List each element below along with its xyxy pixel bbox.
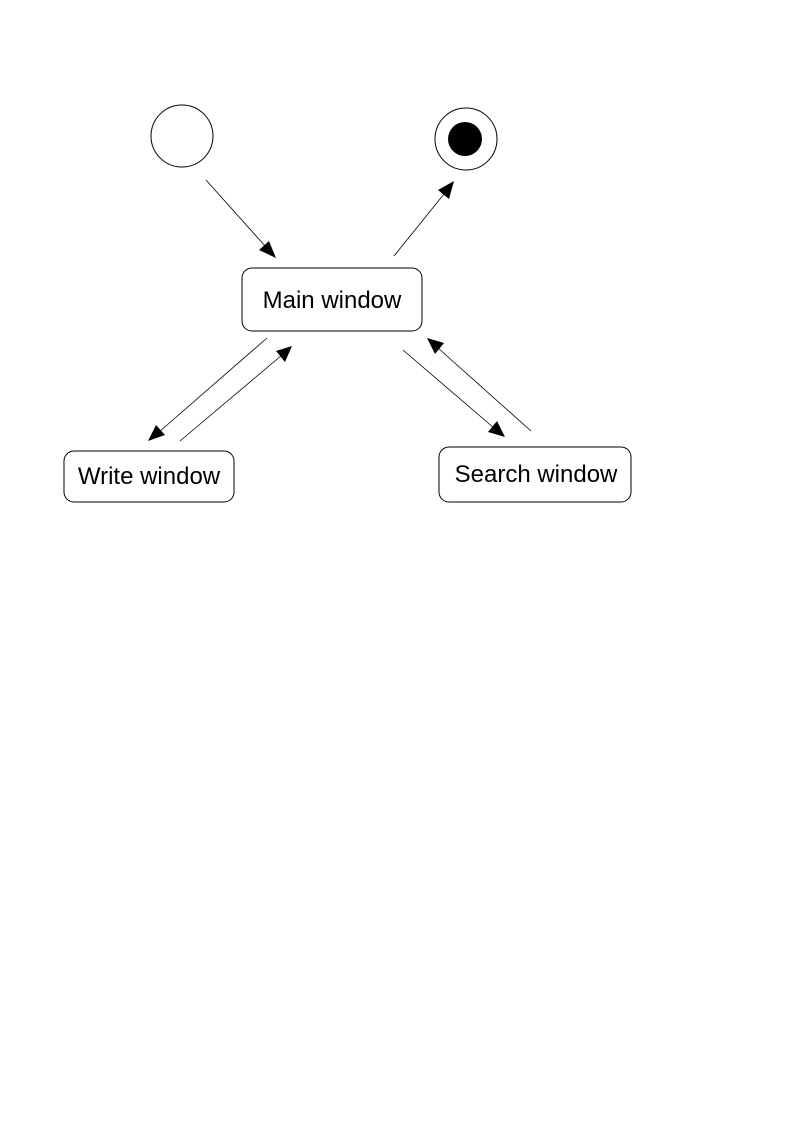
transition-write-to-main (179, 346, 292, 442)
initial-state (150, 104, 214, 168)
state-main-window: Main window (241, 267, 423, 332)
transition-main-to-search (402, 349, 505, 437)
state-main-window-label: Main window (263, 287, 402, 314)
arrowhead (259, 241, 276, 258)
final-state-dot (448, 122, 482, 156)
state-search-window-label: Search window (455, 461, 618, 488)
arrowhead (438, 181, 454, 199)
state-search-window: Search window (438, 446, 632, 503)
arrowhead (427, 338, 444, 354)
transition-initial-to-main (205, 179, 276, 258)
arrowhead (148, 425, 165, 441)
final-state (434, 107, 498, 171)
arrowhead (488, 421, 505, 437)
transition-main-to-write (148, 337, 268, 441)
state-write-window: Write window (63, 450, 235, 503)
arrowhead (276, 346, 292, 362)
transition-main-to-final (393, 181, 454, 257)
transition-search-to-main (427, 338, 532, 432)
state-write-window-label: Write window (78, 463, 221, 490)
